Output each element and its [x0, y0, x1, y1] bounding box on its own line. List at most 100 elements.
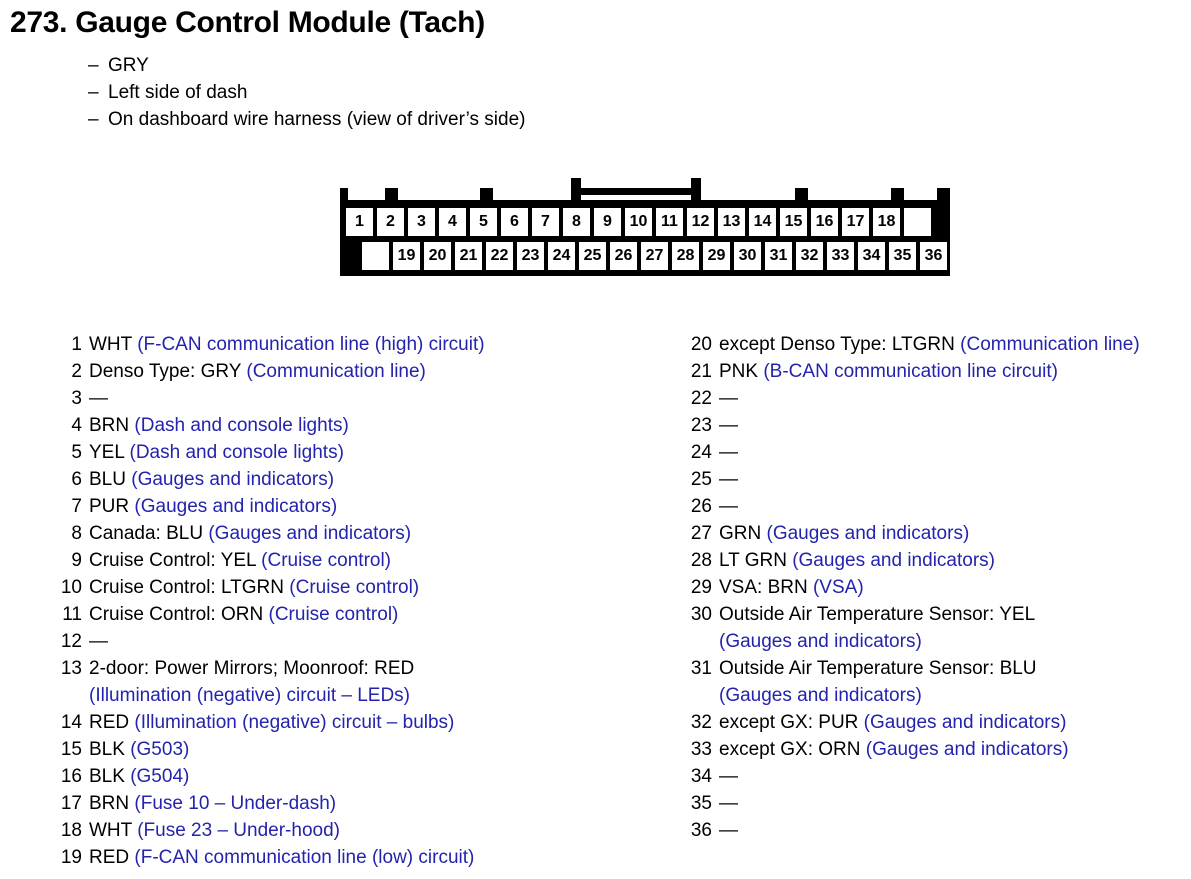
pin-description: BLK (G504): [89, 763, 620, 790]
connector-pin-4[interactable]: 4: [439, 208, 466, 236]
connector-pin-7[interactable]: 7: [532, 208, 559, 236]
connector-pin-22[interactable]: 22: [486, 242, 513, 270]
pin-number: 34: [690, 766, 712, 787]
spec-item-wire-color: –GRY: [88, 52, 525, 79]
connector-pin-34[interactable]: 34: [858, 242, 885, 270]
wire-color-label: VSA: BRN: [719, 577, 813, 598]
circuit-label: (Fuse 23 – Under-hood): [137, 820, 340, 841]
connector-pin-5[interactable]: 5: [470, 208, 497, 236]
pin-description: except Denso Type: LTGRN (Communication …: [719, 331, 1186, 358]
pin-description: WHT (F-CAN communication line (high) cir…: [89, 331, 620, 358]
connector-pin-17[interactable]: 17: [842, 208, 869, 236]
connector-pin-16[interactable]: 16: [811, 208, 838, 236]
pin-number: 28: [690, 550, 712, 571]
pin-number: 25: [690, 469, 712, 490]
connector-pin-6[interactable]: 6: [501, 208, 528, 236]
connector-pin-30[interactable]: 30: [734, 242, 761, 270]
connector-pin-26[interactable]: 26: [610, 242, 637, 270]
connector-pin-23[interactable]: 23: [517, 242, 544, 270]
connector-pin-20[interactable]: 20: [424, 242, 451, 270]
pin-number: 14: [60, 712, 82, 733]
connector-pin-8[interactable]: 8: [563, 208, 590, 236]
circuit-label: (F-CAN communication line (low) circuit): [134, 847, 475, 868]
pin-number: 20: [690, 334, 712, 355]
connector-pin-12[interactable]: 12: [687, 208, 714, 236]
connector-pin-1[interactable]: 1: [346, 208, 373, 236]
pin-number: 16: [60, 766, 82, 787]
pin-description: VSA: BRN (VSA): [719, 574, 1186, 601]
wire-color-label: RED: [89, 847, 135, 868]
circuit-label: (G504): [130, 766, 190, 787]
pin-description: Outside Air Temperature Sensor: YEL(Gaug…: [719, 601, 1186, 655]
wire-color-label: BLK: [89, 766, 131, 787]
connector-pin-2[interactable]: 2: [377, 208, 404, 236]
latch-bar: [571, 188, 701, 195]
wire-color-label: Outside Air Temperature Sensor: BLU: [719, 658, 1037, 679]
pin-number: 32: [690, 712, 712, 733]
wire-color-label: Cruise Control: ORN: [89, 604, 269, 625]
circuit-label: (Dash and console lights): [129, 442, 344, 463]
connector-pin-18[interactable]: 18: [873, 208, 900, 236]
connector-pin-15[interactable]: 15: [780, 208, 807, 236]
pin-description: Canada: BLU (Gauges and indicators): [89, 520, 620, 547]
circuit-label: (Dash and console lights): [134, 415, 349, 436]
pin-number: 13: [60, 658, 82, 679]
connector-pin-19[interactable]: 19: [393, 242, 420, 270]
connector-pin-28[interactable]: 28: [672, 242, 699, 270]
pin-description: Denso Type: GRY (Communication line): [89, 358, 620, 385]
connector-pin-27[interactable]: 27: [641, 242, 668, 270]
connector-pin-11[interactable]: 11: [656, 208, 683, 236]
connector-pin-24[interactable]: 24: [548, 242, 575, 270]
connector-pin-13[interactable]: 13: [718, 208, 745, 236]
connector-pin-36[interactable]: 36: [920, 242, 947, 270]
connector-pin-9[interactable]: 9: [594, 208, 621, 236]
pin-number: 4: [71, 415, 82, 436]
wire-color-label: —: [719, 415, 738, 436]
wire-color-label: 2-door: Power Mirrors; Moonroof: RED: [89, 658, 415, 679]
connector-pin-25[interactable]: 25: [579, 242, 606, 270]
connector-pin-3[interactable]: 3: [408, 208, 435, 236]
wire-color-label: BLK: [89, 739, 131, 760]
pin-description: —: [89, 628, 620, 655]
connector-pin-35[interactable]: 35: [889, 242, 916, 270]
connector-spec-list: –GRY –Left side of dash –On dashboard wi…: [88, 52, 525, 133]
wire-color-label: Cruise Control: YEL: [89, 550, 262, 571]
wire-color-label: BRN: [89, 793, 135, 814]
pin-number: 23: [690, 415, 712, 436]
pin-number: 29: [690, 577, 712, 598]
connector-pin-14[interactable]: 14: [749, 208, 776, 236]
wire-color-label: WHT: [89, 820, 138, 841]
pin-description: BLU (Gauges and indicators): [89, 466, 620, 493]
connector-tab-icon: [937, 188, 950, 201]
pin-entry-4: 4 BRN (Dash and console lights): [60, 412, 620, 439]
pin-number: 10: [60, 577, 82, 598]
wire-color-label: Canada: BLU: [89, 523, 209, 544]
connector-pin-29[interactable]: 29: [703, 242, 730, 270]
connector-pin-31[interactable]: 31: [765, 242, 792, 270]
circuit-label-continued: (Illumination (negative) circuit – LEDs): [89, 685, 411, 706]
connector-pin-10[interactable]: 10: [625, 208, 652, 236]
pin-description: WHT (Fuse 23 – Under-hood): [89, 817, 620, 844]
wire-color-label: —: [719, 469, 738, 490]
pin-description: PUR (Gauges and indicators): [89, 493, 620, 520]
connector-pin-33[interactable]: 33: [827, 242, 854, 270]
pin-description: BRN (Dash and console lights): [89, 412, 620, 439]
connector-pin-21[interactable]: 21: [455, 242, 482, 270]
pin-number: 27: [690, 523, 712, 544]
wire-color-label: PNK: [719, 361, 764, 382]
page-title: 273. Gauge Control Module (Tach): [10, 6, 485, 39]
spec-item-location: –Left side of dash: [88, 79, 525, 106]
pin-number: 19: [60, 847, 82, 868]
connector-pin-blank: [904, 208, 931, 236]
connector-pin-32[interactable]: 32: [796, 242, 823, 270]
